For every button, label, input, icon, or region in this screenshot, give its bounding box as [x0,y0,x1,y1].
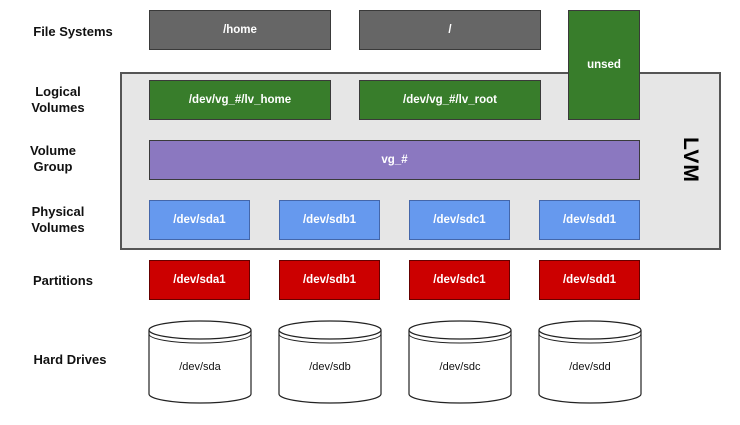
file-system-home: /home [149,10,331,50]
disk-icon [538,320,642,404]
row-label-volume-group-line1: Volume [30,143,76,158]
partition-sda1: /dev/sda1 [149,260,250,300]
lvm-label-wrapper: LVM [660,137,720,183]
physical-volume-sdd1: /dev/sdd1 [539,200,640,240]
row-label-partitions: Partitions [33,273,93,288]
partition-sdb1: /dev/sdb1 [279,260,380,300]
lvm-label: LVM [679,137,702,183]
logical-volume-root: /dev/vg_#/lv_root [359,80,541,120]
row-label-physical-volumes-line1: Physical [31,204,85,219]
hard-drive-label: /dev/sdb [309,361,351,373]
hard-drive-sda: /dev/sda [147,318,253,411]
file-system-root: / [359,10,541,50]
physical-volume-sda1: /dev/sda1 [149,200,250,240]
row-label-hard-drives: Hard Drives [33,352,107,367]
physical-volume-sdc1: /dev/sdc1 [409,200,510,240]
hard-drive-sdc: /dev/sdc [407,318,513,411]
hard-drive-sdb: /dev/sdb [277,318,383,411]
partition-sdc1: /dev/sdc1 [409,260,510,300]
volume-group: vg_# [149,140,640,180]
row-label-file-systems: File Systems [33,24,113,39]
physical-volume-sdb1: /dev/sdb1 [279,200,380,240]
unused-space: unsed [568,10,640,120]
hard-drive-label: /dev/sdc [439,361,481,373]
row-label-volume-group: Volume Group [18,143,88,175]
row-label-logical-volumes: Logical Volumes [18,84,98,116]
row-label-logical-volumes-line1: Logical [35,84,81,99]
hard-drive-label: /dev/sdd [569,361,611,373]
row-label-volume-group-line2: Group [33,159,73,174]
hard-drive-label: /dev/sda [179,361,221,373]
disk-icon [408,320,512,404]
hard-drive-sdd: /dev/sdd [537,318,643,411]
row-label-logical-volumes-line2: Volumes [31,100,85,115]
disk-icon [278,320,382,404]
partition-sdd1: /dev/sdd1 [539,260,640,300]
disk-icon [148,320,252,404]
logical-volume-home: /dev/vg_#/lv_home [149,80,331,120]
row-label-physical-volumes-line2: Volumes [31,220,85,235]
row-label-physical-volumes: Physical Volumes [18,204,98,236]
